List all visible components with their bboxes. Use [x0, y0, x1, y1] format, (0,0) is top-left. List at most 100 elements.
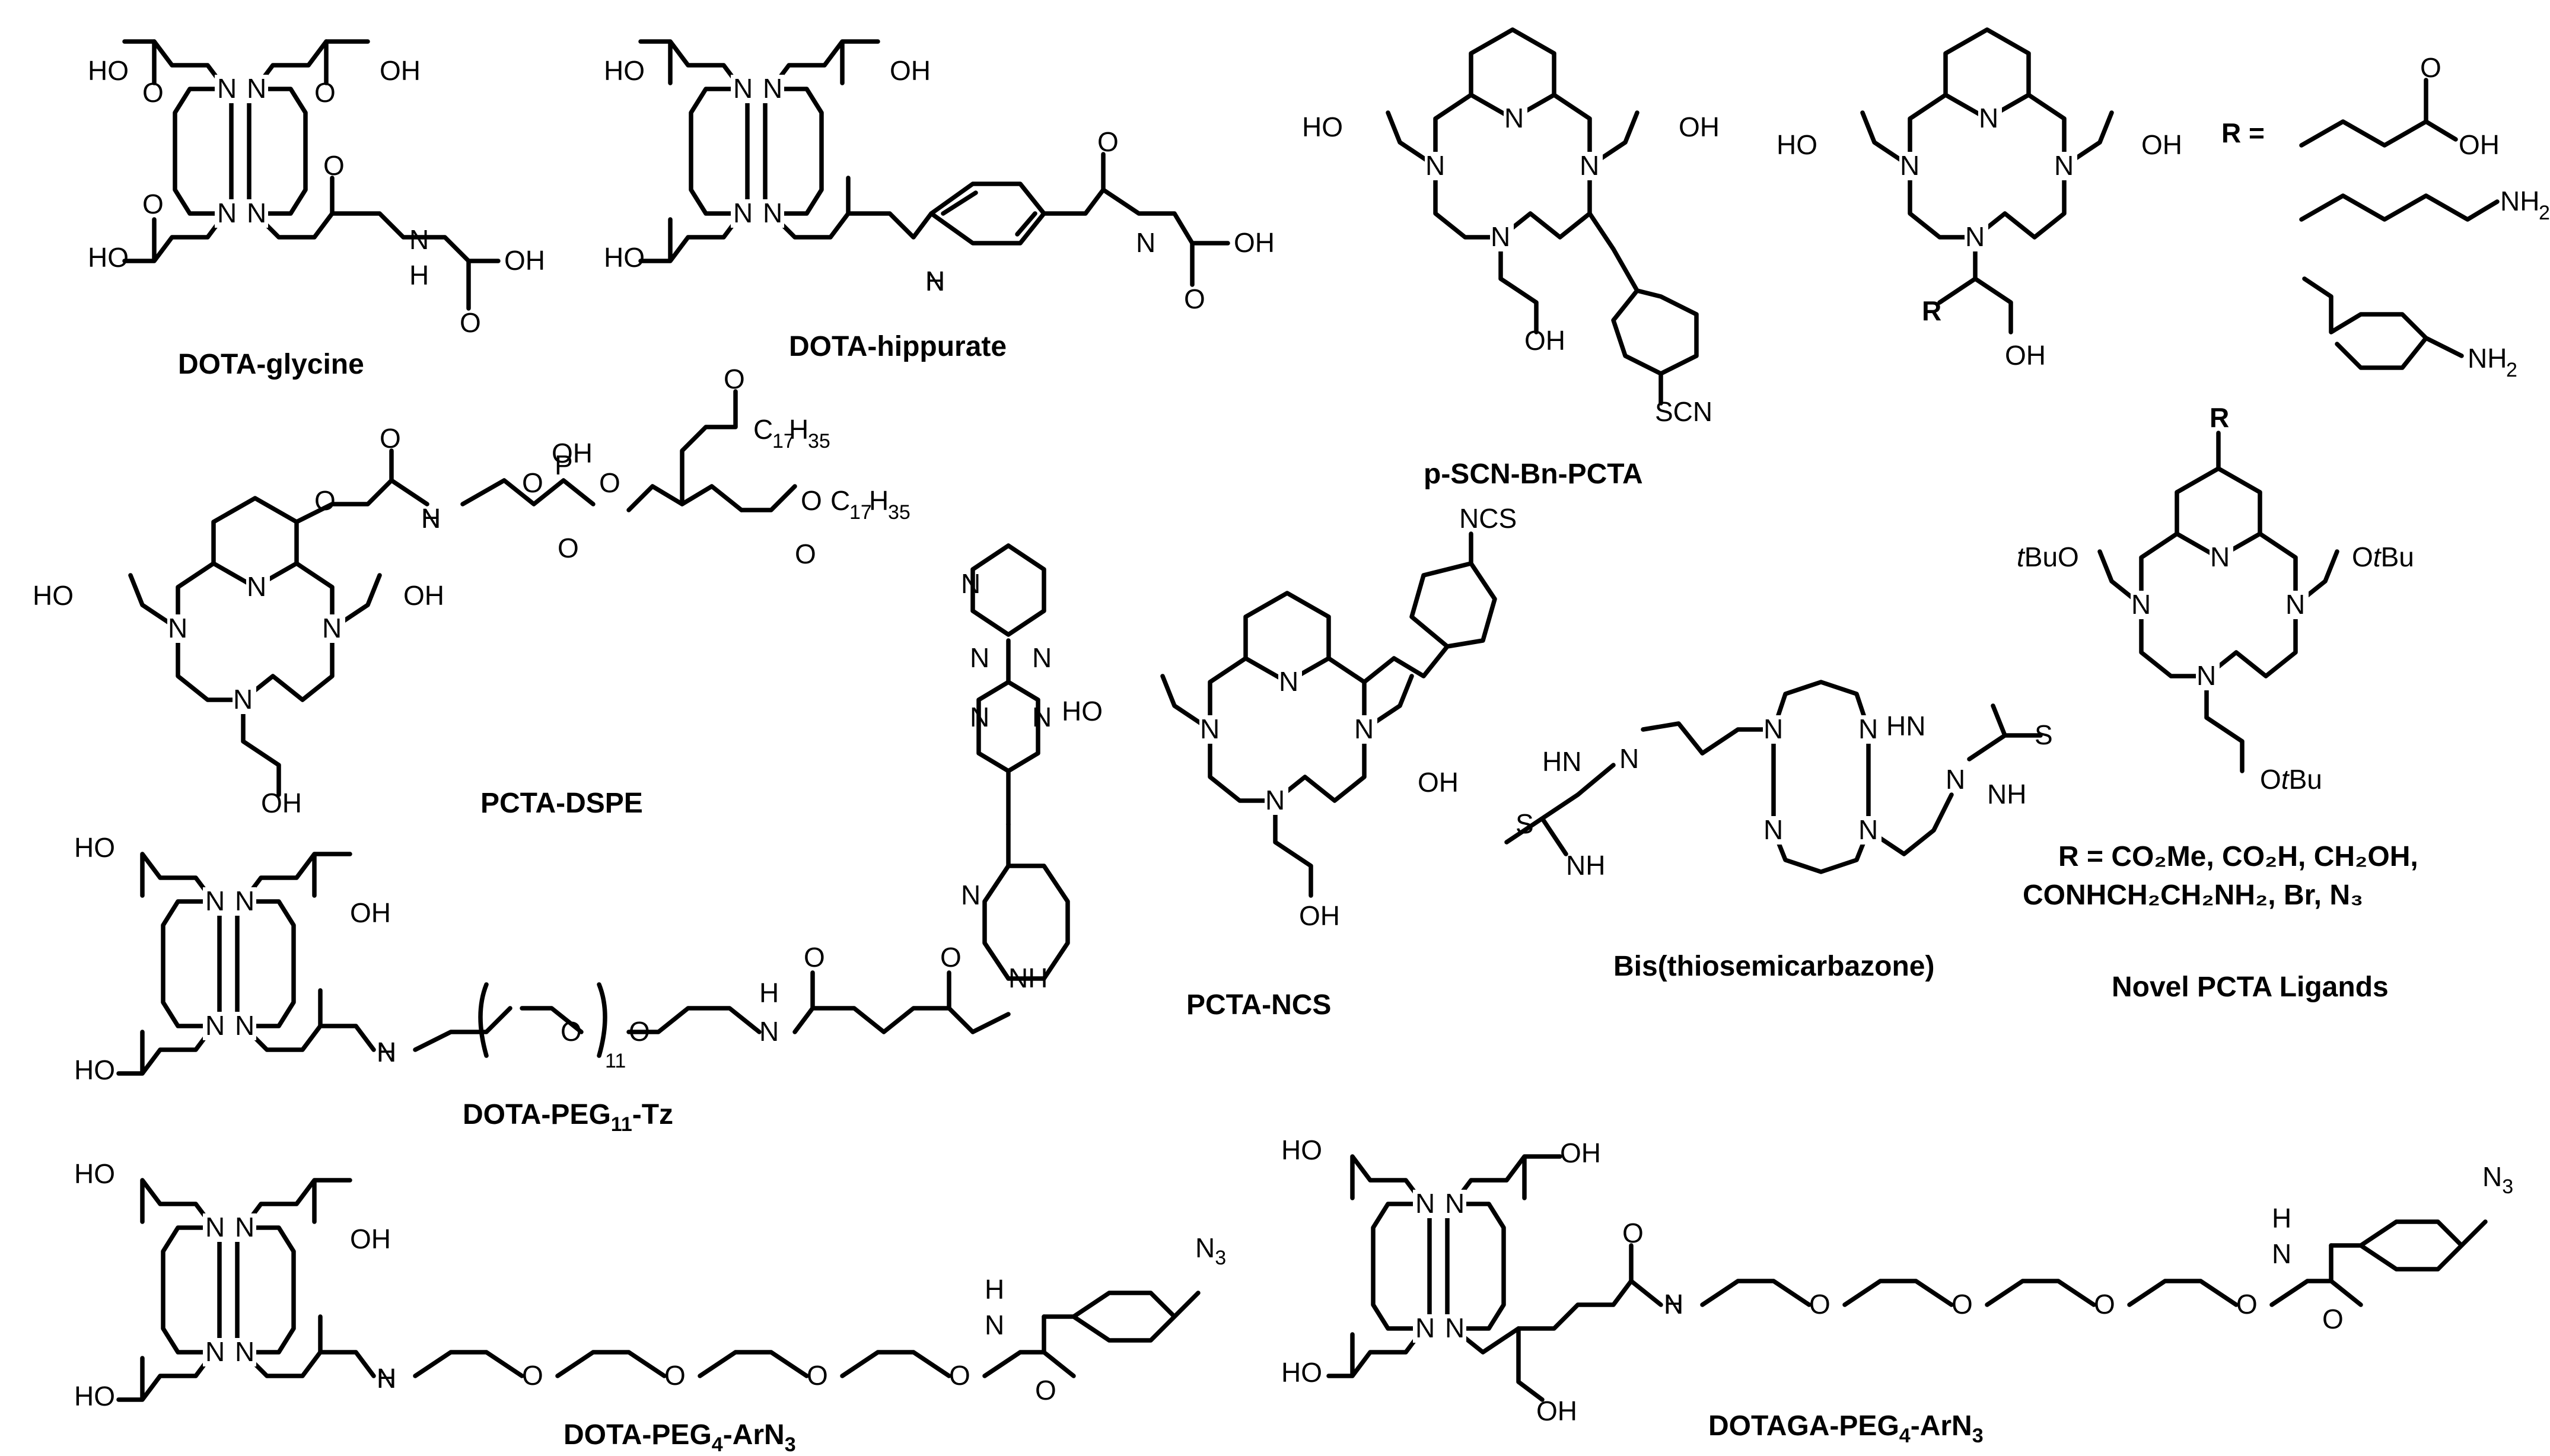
atom-n: N — [1445, 1188, 1465, 1219]
atom-n: N — [1415, 1312, 1435, 1343]
atom-o: O — [142, 189, 164, 219]
atom-n: N — [985, 1310, 1004, 1340]
atom-o: O — [795, 539, 816, 569]
subscript-2: 2 — [2539, 202, 2550, 224]
atom-n: N — [759, 1016, 779, 1047]
atom-buo: BuO — [2024, 541, 2079, 572]
atom-oh: OH — [2141, 129, 2182, 160]
structure-novel-pcta: N N N N R tBuO OtBu OtBu R = CO₂Me, CO₂H… — [2017, 402, 2418, 1003]
atom-n: N — [1979, 103, 1998, 133]
atom-n3: N3 — [1195, 1232, 1226, 1269]
atom-p: P — [555, 450, 573, 480]
atom-n: N — [925, 266, 945, 297]
atom-n: N — [168, 613, 187, 643]
atom-n: N — [409, 224, 429, 255]
atom-n: N — [322, 613, 342, 643]
atom-hn: HN — [1542, 746, 1581, 777]
atom-o: O — [949, 1360, 970, 1391]
structure-r-substituents: R = O OH NH 2 NH 2 — [2221, 52, 2550, 381]
structure-pcta-r-group: N N N N HO OH R OH — [1777, 27, 2182, 371]
atom-o: O — [1622, 1218, 1644, 1248]
atom-n: N — [1965, 221, 1985, 252]
atom-n: N — [1279, 666, 1298, 697]
atom-o: O — [801, 485, 822, 516]
atom-ho: HO — [1302, 111, 1343, 142]
caption-dota-hippurate: DOTA-hippurate — [789, 331, 1007, 362]
atom-n: N — [1425, 150, 1445, 181]
atom-oh: OH — [261, 788, 302, 818]
atom-oh: OH — [2459, 129, 2500, 160]
atom-n: N — [970, 702, 989, 732]
atom-n: N — [970, 642, 989, 673]
caption-novel-pcta-ligands: Novel PCTA Ligands — [2112, 971, 2389, 1003]
atom-n: N — [2272, 1238, 2291, 1269]
atom-ho: HO — [33, 580, 74, 611]
atom-n: N — [961, 880, 980, 910]
atom-h: H — [869, 485, 889, 516]
atom-n: N — [763, 73, 782, 104]
atom-ho: HO — [1281, 1135, 1322, 1165]
atom-o: O — [2094, 1289, 2115, 1320]
atom-o: O — [804, 942, 825, 973]
atom-o: O — [2322, 1304, 2344, 1334]
atom-n: N — [247, 197, 266, 228]
atom-o: O — [1097, 126, 1119, 157]
atom-h: H — [1664, 1289, 1683, 1320]
atom-nh: NH — [1987, 779, 2026, 810]
atom-ncs: NCS — [1459, 503, 1517, 534]
atom-oh: OH — [1679, 111, 1720, 142]
atom-n: N — [205, 1010, 225, 1041]
atom-o: O — [522, 467, 543, 498]
atom-oh: OH — [403, 580, 444, 611]
atom-n: N — [1763, 713, 1783, 744]
atom-nh: NH — [1566, 850, 1605, 881]
atom-n: N — [2210, 541, 2230, 572]
atom-n: N — [2131, 589, 2151, 620]
svg-text:OtBu: OtBu — [2260, 764, 2322, 795]
structure-dotaga-peg4-arn3: N N N N HO OH HO OH O N H O O O O N H O … — [1281, 1135, 2513, 1447]
atom-n: N — [1032, 642, 1052, 673]
atom-r: R — [2210, 402, 2229, 433]
atom-bu: Bu — [2289, 764, 2322, 795]
atom-h: H — [377, 1363, 396, 1394]
atom-o: O — [142, 77, 164, 108]
subscript-11: 11 — [605, 1050, 626, 1072]
atom-h: H — [789, 414, 808, 445]
atom-n: N — [235, 1336, 254, 1367]
atom-ho: HO — [1777, 129, 1817, 160]
atom-hn: HN — [1886, 711, 1925, 741]
atom-oh: OH — [890, 55, 931, 86]
atom-n: N — [1032, 702, 1052, 732]
atom-o: O — [724, 364, 745, 394]
subscript-2: 2 — [2506, 359, 2517, 381]
atom-h: H — [409, 260, 429, 291]
atom-h: H — [377, 1037, 396, 1068]
svg-text:tBuO: tBuO — [2017, 541, 2079, 572]
atom-o: O — [323, 150, 345, 181]
atom-t: t — [2373, 541, 2382, 572]
atom-o: O — [314, 485, 336, 516]
atom-n: N — [1445, 1312, 1465, 1343]
atom-o: O — [380, 423, 401, 454]
structure-pscn-bn-pcta: N N N N HO OH OH SCN p-SCN-Bn-PCTA — [1302, 27, 1720, 490]
subscript-17: 17 — [772, 430, 795, 453]
atom-c17h35: C — [830, 485, 850, 516]
atom-n: N — [1858, 814, 1878, 845]
atom-n: N — [2054, 150, 2074, 181]
caption-novel-r-line2: CONHCH₂CH₂NH₂, Br, N₃ — [2023, 880, 2363, 911]
atom-n: N — [961, 568, 980, 599]
structure-dota-peg11-tz: N N N N HO OH HO N H O 11 O N H O O NH N… — [74, 543, 1070, 1136]
atom-o: O — [807, 1360, 828, 1391]
atom-n: N — [1136, 227, 1155, 258]
atom-n: N — [733, 73, 753, 104]
atom-o: O — [1035, 1375, 1056, 1406]
structure-dota-peg4-arn3: N N N N HO OH HO N H O O O O N H O N3 DO… — [74, 1158, 1226, 1456]
atom-oh: OH — [350, 897, 391, 928]
atom-oh: OH — [1234, 227, 1275, 258]
atom-ho: HO — [604, 55, 645, 86]
atom-nh2: NH — [2500, 186, 2539, 216]
caption-dotaga-peg4-arn3: DOTAGA-PEG4-ArN3 — [1708, 1410, 1984, 1447]
atom-n: N — [1265, 785, 1285, 815]
atom-o: O — [1952, 1289, 1973, 1320]
atom-n: N — [421, 503, 441, 534]
